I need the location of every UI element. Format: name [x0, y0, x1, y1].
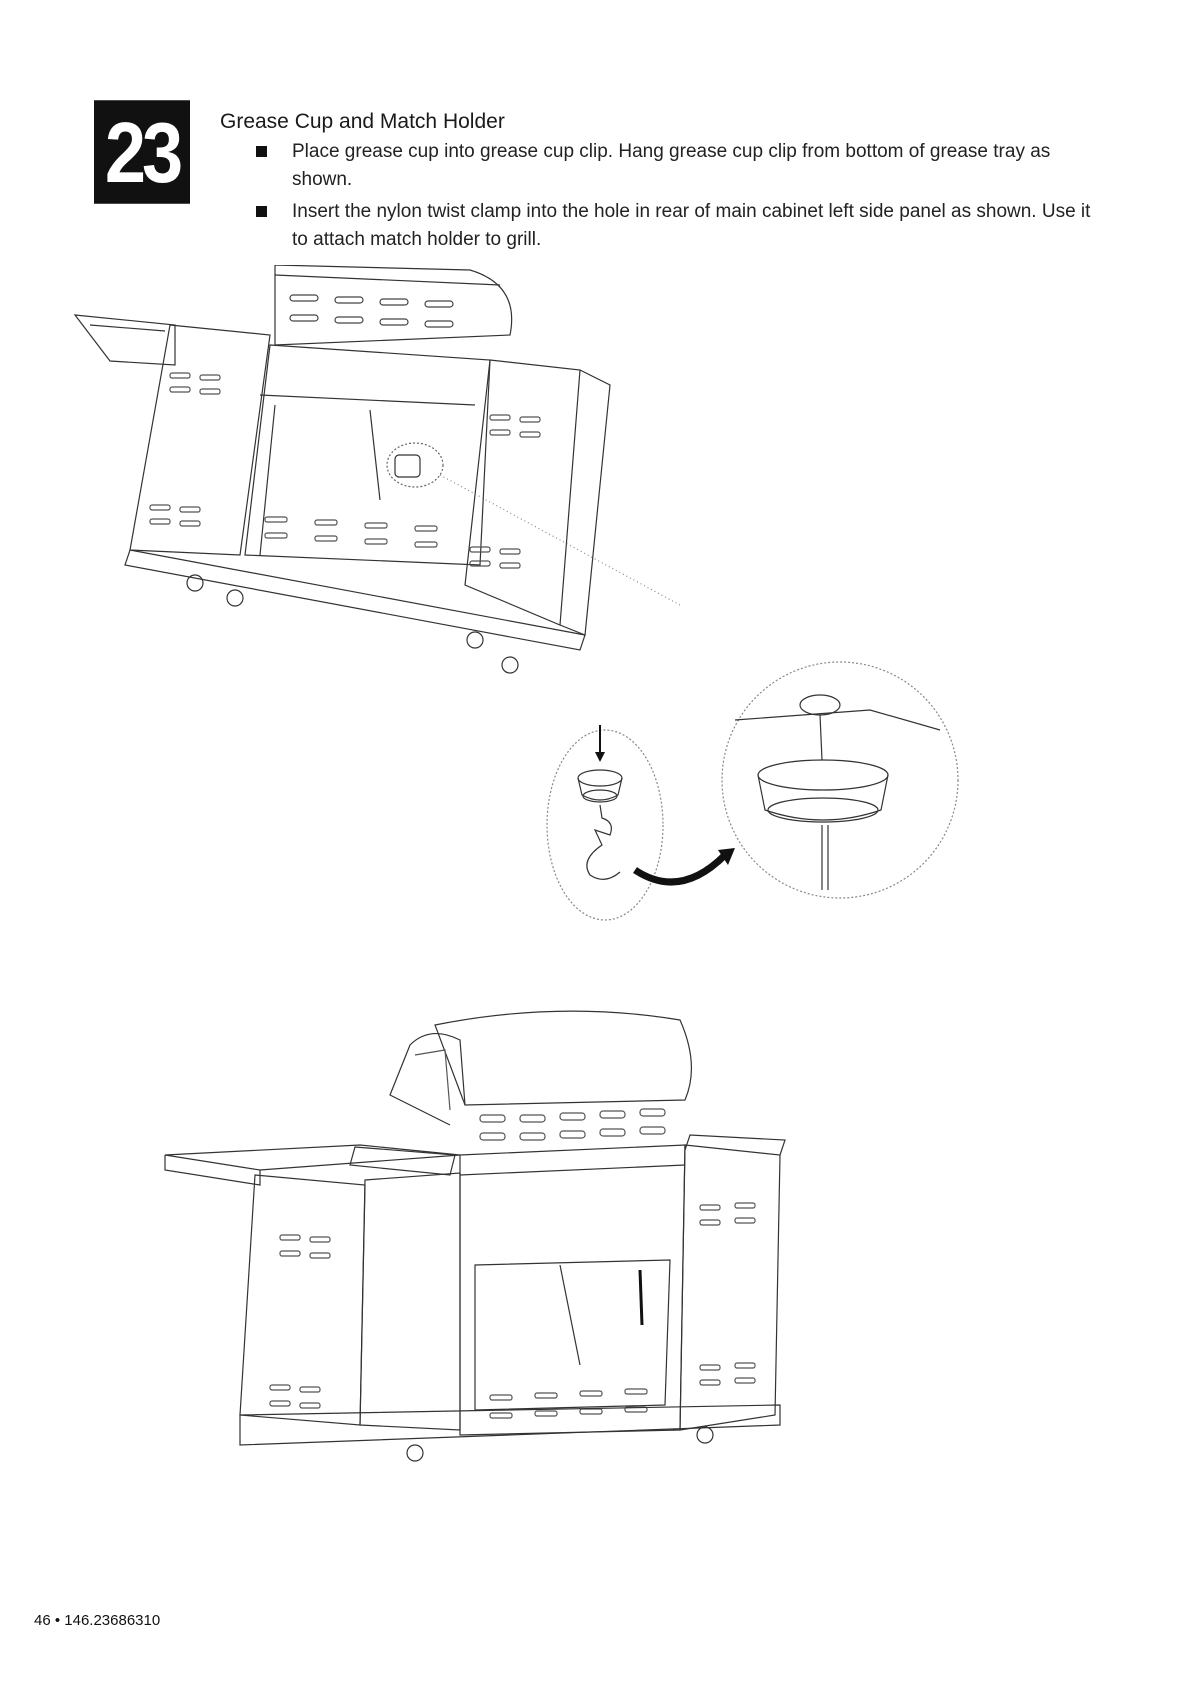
- grill-front-illustration: [160, 1005, 860, 1475]
- instruction-text: Place grease cup into grease cup clip. H…: [292, 141, 1050, 190]
- grill-rear-illustration: [70, 265, 680, 705]
- square-bullet-icon: [256, 146, 267, 157]
- step-number-badge: 23: [94, 100, 190, 204]
- instruction-text: Insert the nylon twist clamp into the ho…: [292, 201, 1090, 250]
- page-footer: 46 • 146.23686310: [34, 1612, 160, 1629]
- instruction-list: Place grease cup into grease cup clip. H…: [256, 138, 1106, 258]
- step-number: 23: [105, 103, 179, 201]
- step-title: Grease Cup and Match Holder: [220, 110, 505, 134]
- grease-cup-detail-illustration: [540, 660, 970, 960]
- square-bullet-icon: [256, 206, 267, 217]
- instruction-item: Place grease cup into grease cup clip. H…: [256, 138, 1106, 194]
- instruction-item: Insert the nylon twist clamp into the ho…: [256, 198, 1106, 254]
